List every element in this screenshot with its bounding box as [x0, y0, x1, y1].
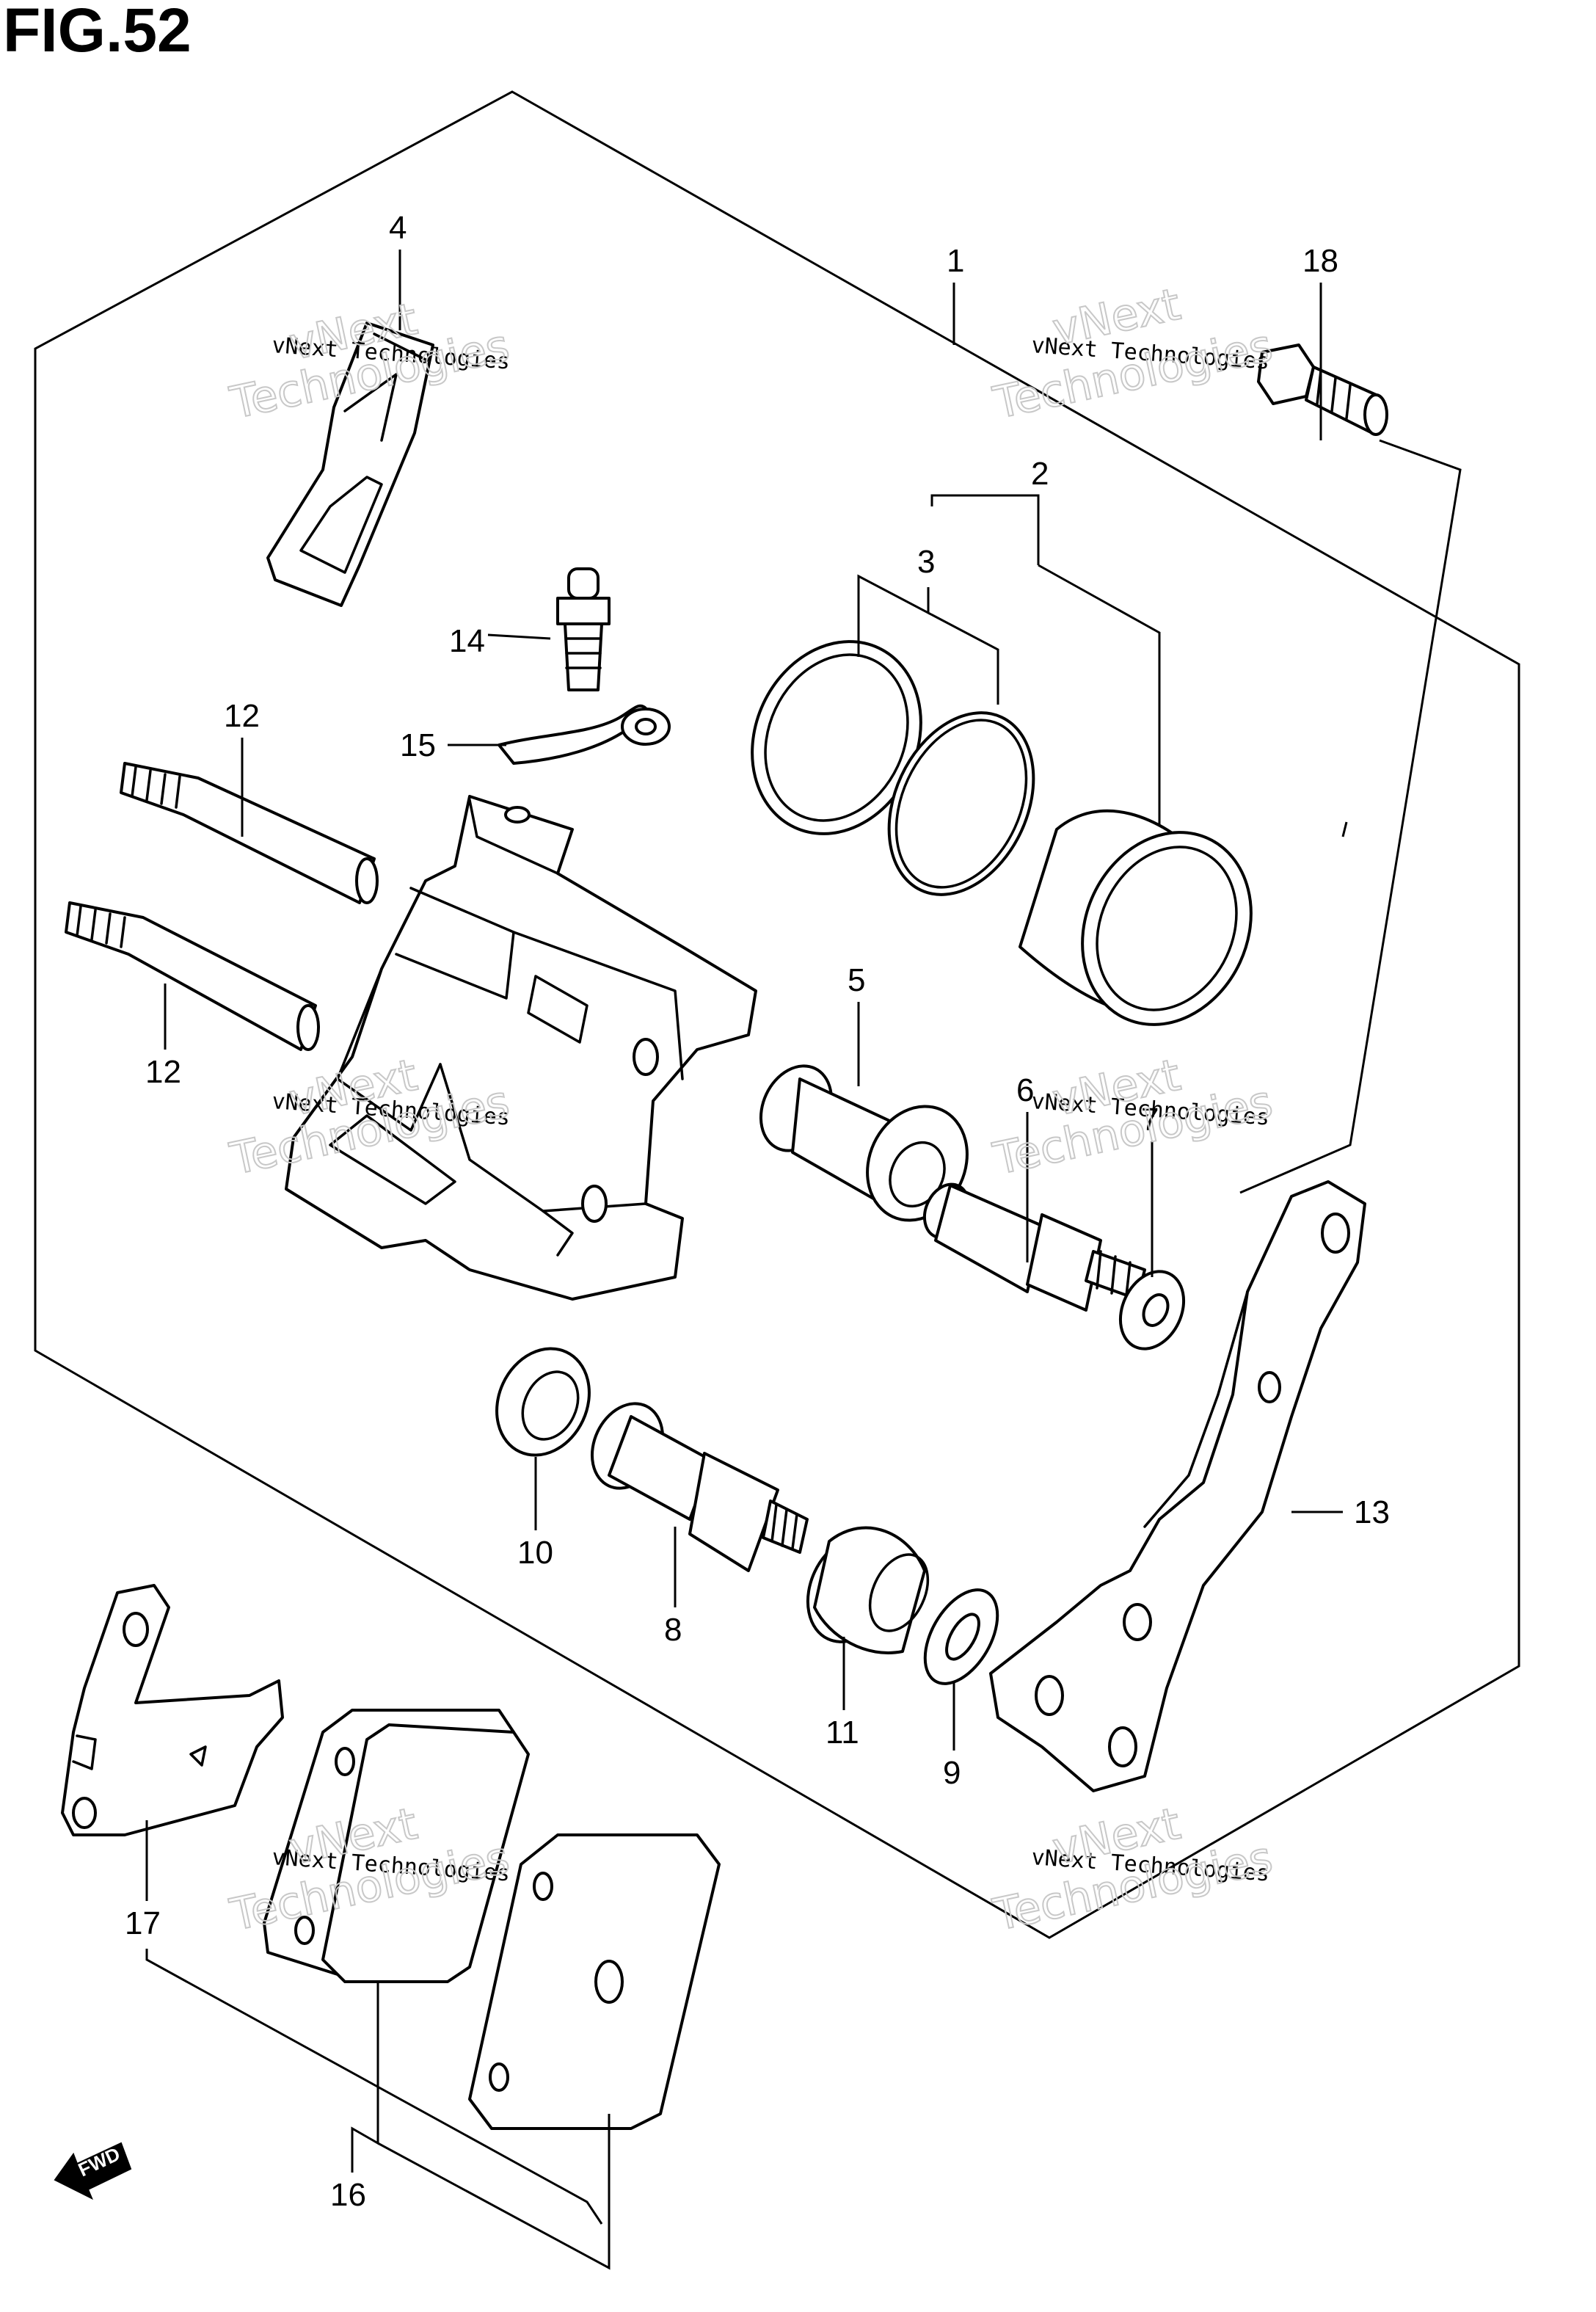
watermark-2: vNext Technologies vNext Technologies — [988, 278, 1278, 430]
part-8-pin-bolt — [590, 1402, 809, 1572]
part-11-boot — [806, 1526, 930, 1654]
callout-11: 11 — [826, 1715, 859, 1751]
part-4-pad-spring — [266, 321, 434, 607]
part-7-washer — [1118, 1270, 1186, 1351]
callout-17: 17 — [125, 1905, 161, 1941]
callout-12-lower: 12 — [145, 1054, 181, 1090]
part-18-bolt — [1257, 343, 1388, 436]
part-6-slide-pin — [922, 1182, 1146, 1312]
part-2-piston — [1019, 809, 1253, 1026]
part-14-bleeder-valve — [556, 567, 611, 691]
fwd-arrow-icon: FWD — [54, 2142, 132, 2200]
callout-10: 10 — [517, 1535, 553, 1571]
part-15-clip — [498, 704, 671, 765]
part-17-shim — [61, 1584, 284, 1836]
callout-13: 13 — [1354, 1494, 1390, 1530]
callout-2: 2 — [1031, 456, 1049, 492]
part-3-seal-rings — [751, 640, 1035, 896]
assembly-boundary — [34, 90, 1520, 1939]
callout-18: 18 — [1302, 243, 1338, 279]
watermark-4: vNext Technologies vNext Technologies — [988, 1049, 1278, 1186]
part-13-bracket — [989, 1180, 1366, 1792]
callout-1: 1 — [947, 243, 964, 279]
callout-3: 3 — [917, 544, 935, 580]
callout-12-upper: 12 — [224, 698, 260, 734]
callout-numbers: 1 2 3 4 5 6 7 8 9 10 11 12 12 13 14 15 1… — [125, 210, 1390, 2213]
callout-4: 4 — [389, 210, 407, 246]
part-16-brake-pads — [263, 1709, 721, 2130]
callout-9: 9 — [943, 1755, 961, 1791]
caliper-body — [285, 795, 757, 1301]
callout-15: 15 — [400, 727, 436, 763]
part-9-washer — [923, 1588, 999, 1685]
callout-14: 14 — [449, 623, 485, 659]
watermark-6: vNext Technologies vNext Technologies — [988, 1797, 1278, 1942]
callout-16: 16 — [330, 2177, 366, 2213]
leader-lines — [145, 250, 1462, 2270]
figure-title: FIG.52 — [3, 0, 192, 65]
callout-8: 8 — [664, 1612, 682, 1648]
part-12-pin-upper — [120, 762, 379, 904]
callout-5: 5 — [848, 962, 865, 998]
part-12-pin-lower — [65, 901, 320, 1051]
part-10-boot — [495, 1347, 591, 1457]
callout-7: 7 — [1141, 1102, 1159, 1138]
callout-6: 6 — [1016, 1072, 1034, 1108]
